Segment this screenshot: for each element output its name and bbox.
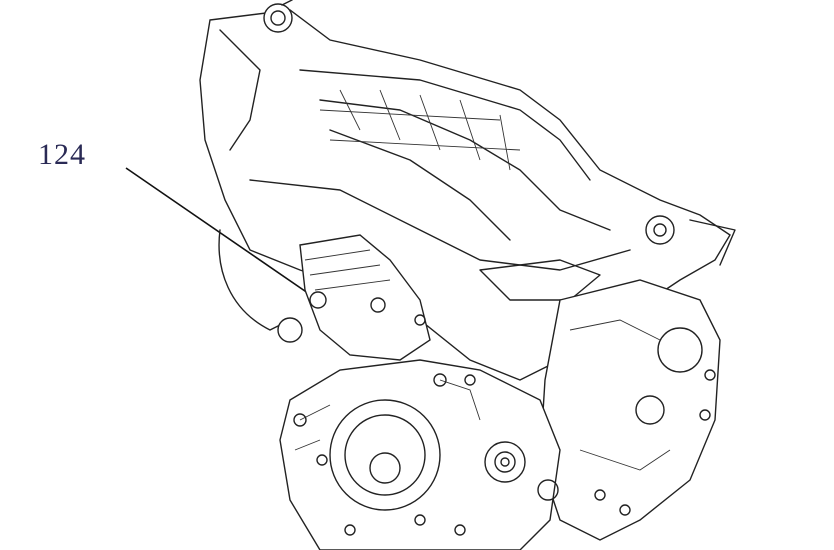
leader-line xyxy=(125,167,319,301)
cylinder-head xyxy=(299,234,431,361)
sprocket xyxy=(484,441,526,483)
shroud xyxy=(218,229,291,331)
mount-bushing xyxy=(277,317,303,343)
gearbox-housing xyxy=(539,279,721,541)
engine-crankcase xyxy=(279,359,561,550)
reference-numeral-label: 124 xyxy=(38,138,86,171)
